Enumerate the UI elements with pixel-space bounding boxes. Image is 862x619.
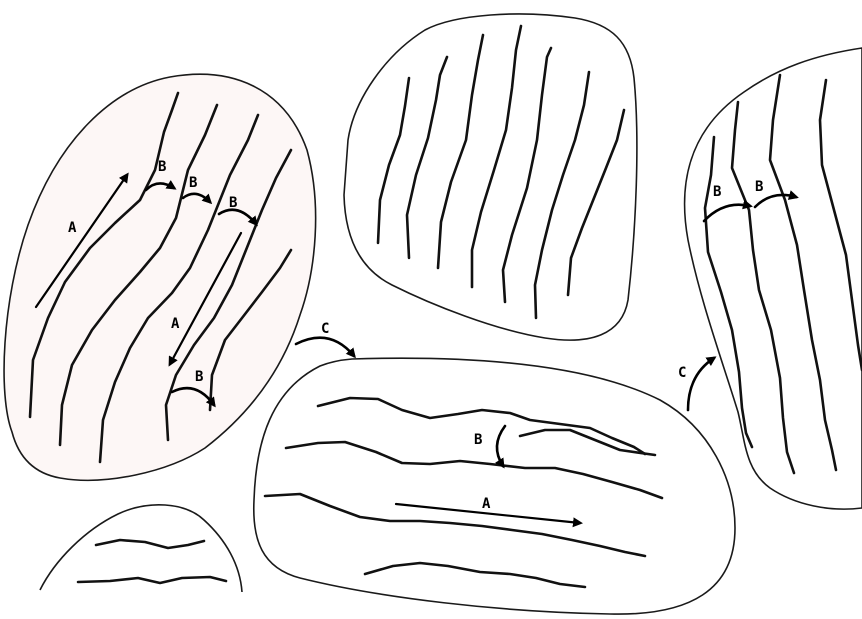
translation-label: A: [171, 316, 180, 332]
rotation-arrow: [755, 195, 796, 207]
domain-switch-arrow: [296, 338, 354, 356]
domain-outline: [344, 14, 637, 340]
fibril-group: [378, 26, 624, 318]
rotation-label: B: [229, 195, 237, 211]
domain-switch-center: C: [296, 321, 354, 356]
rotation-label: B: [713, 184, 721, 200]
translation-label: A: [68, 220, 77, 236]
domain-outline: [254, 358, 735, 614]
rotation-arrow: [704, 205, 750, 221]
rotation-label: B: [158, 159, 166, 175]
rotation-label: B: [755, 179, 763, 195]
fibril-group: [705, 75, 862, 473]
domain-top-left: A A B B B B: [4, 74, 316, 480]
domain-bottom-center: A B: [254, 358, 735, 614]
rotation-label: B: [195, 369, 203, 385]
domain-switch-label: C: [678, 365, 686, 381]
rotation-label: B: [474, 432, 482, 448]
fibril-group: [78, 540, 226, 583]
rotation-label: B: [189, 175, 197, 191]
domain-outline: [4, 74, 316, 480]
domain-bottom-left: [40, 505, 242, 592]
domain-switch-label: C: [321, 321, 329, 337]
translation-label: A: [482, 496, 491, 512]
rotation-arrow: [497, 426, 505, 466]
domain-switch-arrow: [688, 358, 714, 410]
fibril-group: [265, 398, 662, 587]
domain-top-center: [344, 14, 637, 340]
